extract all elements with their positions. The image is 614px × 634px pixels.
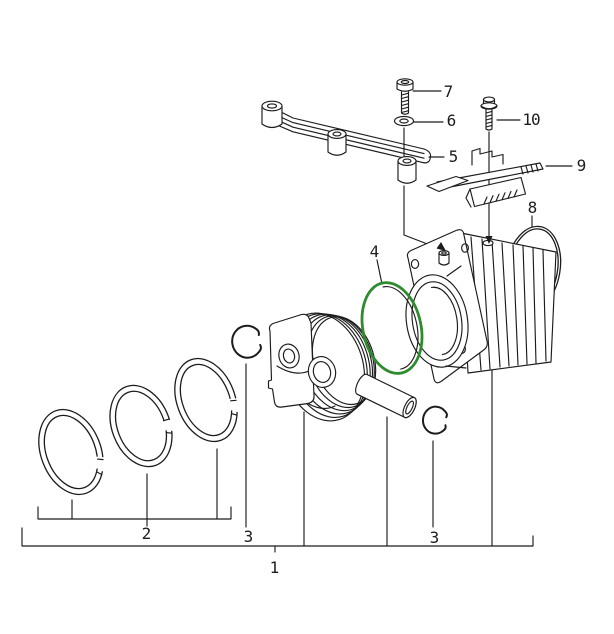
callout-1: 1: [269, 558, 280, 577]
leader-arrowheads: [436, 236, 493, 251]
part-circlip-left: [231, 324, 262, 359]
part-piston: [267, 312, 377, 422]
callout-10: 10: [522, 110, 540, 129]
part-air-deflector: [426, 147, 544, 208]
leader-lines: [71, 90, 573, 547]
callout-8: 8: [527, 198, 538, 217]
callout-3-right: 3: [429, 528, 440, 547]
part-oring-highlighted: [360, 281, 424, 375]
part-piston-ring-2: [109, 384, 173, 468]
part-piston-ring-1: [38, 408, 104, 496]
callout-2: 2: [141, 524, 152, 543]
callout-4: 4: [369, 242, 380, 261]
callout-5: 5: [448, 147, 459, 166]
part-circlip-right: [421, 405, 448, 435]
bracket-group-1: [21, 527, 534, 553]
part-cylinder: [405, 229, 557, 384]
callout-6: 6: [446, 111, 457, 130]
callout-3-left: 3: [243, 527, 254, 546]
part-wrist-pin: [355, 373, 417, 419]
callout-7: 7: [443, 82, 454, 101]
part-support-rail: [261, 100, 432, 184]
part-hex-bolt: [396, 78, 414, 115]
part-washer: [393, 115, 415, 127]
bracket-group-2: [37, 506, 232, 527]
part-screw: [480, 96, 498, 131]
callout-9: 9: [576, 156, 587, 175]
part-piston-ring-3: [174, 357, 238, 443]
